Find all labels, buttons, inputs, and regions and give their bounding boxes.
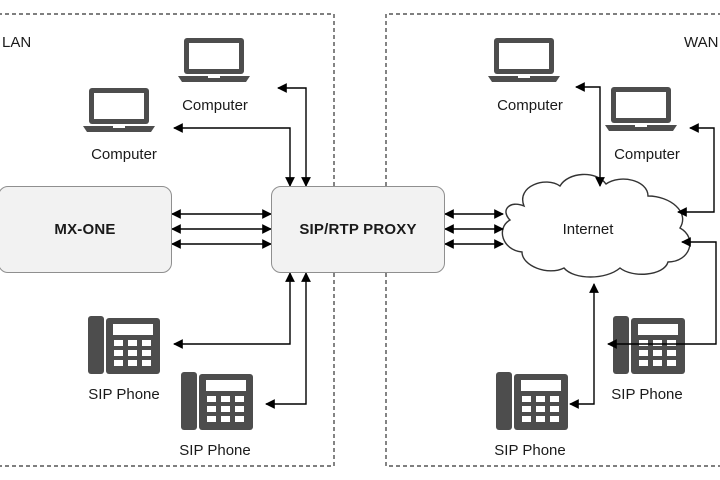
mx-one-label: MX-ONE — [54, 221, 116, 238]
wan-computer-1-label: Computer — [497, 97, 563, 114]
link-wan-phone-2 — [569, 283, 599, 409]
connectors — [171, 82, 717, 409]
lan-computer-1-laptop-icon — [178, 38, 250, 82]
wan-computer-2-label: Computer — [614, 146, 680, 163]
link-wan-computer-1 — [575, 82, 605, 187]
link-wan-phone-1 — [607, 237, 717, 349]
lan-phone-2-label: SIP Phone — [179, 442, 251, 459]
mx-one-node[interactable]: MX-ONE — [0, 186, 172, 273]
link-lan-computer-2 — [173, 123, 295, 187]
sip-rtp-proxy-node[interactable]: SIP/RTP PROXY — [271, 186, 445, 273]
lan-computer-2-laptop-icon — [83, 88, 155, 132]
wan-phone-2-desk-phone-icon — [496, 372, 568, 430]
wan-phone-1-label: SIP Phone — [611, 386, 683, 403]
internet-label: Internet — [562, 221, 614, 238]
lan-computer-1-label: Computer — [182, 97, 248, 114]
link-lan-computer-1 — [277, 83, 311, 187]
lan-phone-1-label: SIP Phone — [88, 386, 160, 403]
lan-computer-2-label: Computer — [91, 146, 157, 163]
lan-phone-1-desk-phone-icon — [88, 316, 160, 374]
link-lan-phone-1 — [173, 272, 295, 349]
lan-phone-2-desk-phone-icon — [181, 372, 253, 430]
link-wan-computer-2 — [677, 123, 715, 217]
proxy-label: SIP/RTP PROXY — [299, 221, 417, 238]
wan-phone-1-desk-phone-icon — [613, 316, 685, 374]
wan-computer-1-laptop-icon — [488, 38, 560, 82]
link-lan-phone-2 — [265, 272, 311, 409]
wan-zone-label: WAN — [684, 34, 719, 51]
wan-phone-2-label: SIP Phone — [494, 442, 566, 459]
lan-zone-label: LAN — [2, 34, 32, 51]
wan-computer-2-laptop-icon — [605, 87, 677, 131]
